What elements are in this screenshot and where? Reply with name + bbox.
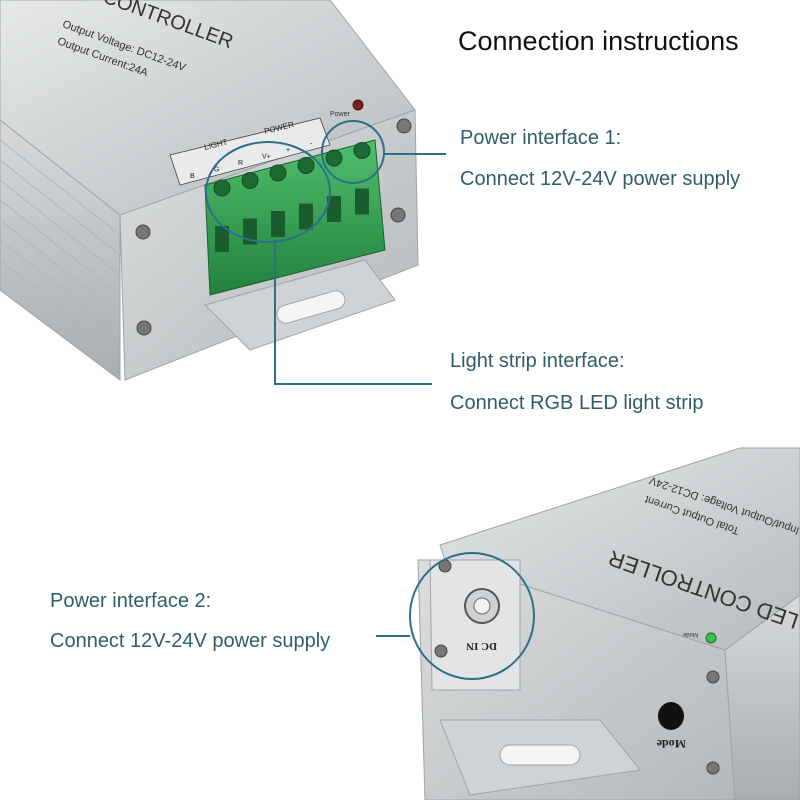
jack-panel	[429, 559, 521, 691]
power-interface-2-body: Connect 12V-24V power supply	[50, 630, 331, 652]
power-interface-1-heading: Power interface 1:	[460, 127, 622, 149]
controller-top-view: CONTROLLER Output Voltage: DC12-24V Outp…	[0, 0, 446, 385]
terminal-header-panel	[169, 117, 331, 186]
dc-in-label: DC IN	[466, 640, 497, 652]
page-title: Connection instructions	[458, 26, 739, 56]
terminal-wire-slot	[327, 196, 341, 222]
screw-icon	[135, 118, 412, 336]
power-interface-2-heading: Power interface 2:	[50, 590, 212, 612]
terminal-screw	[269, 164, 287, 182]
screw-icon	[434, 559, 720, 775]
power-interface-1-body: Connect 12V-24V power supply	[460, 168, 741, 190]
terminal-wire-slot	[243, 218, 257, 245]
terminal-wire-slot	[215, 226, 229, 252]
terminal-pin-label: -	[310, 141, 313, 148]
terminal-screw	[353, 142, 371, 159]
power-led	[352, 99, 364, 111]
terminal-wire-slot	[355, 188, 369, 215]
terminal-pin-label: G	[214, 167, 219, 174]
mode-button	[658, 702, 684, 730]
terminal-wire-slot	[271, 211, 285, 237]
top-power-led-label: Power	[330, 111, 351, 118]
housing-b-side-face	[724, 594, 800, 800]
terminal-pin-label: R	[238, 160, 243, 167]
terminal-block	[204, 139, 386, 296]
terminal-screw	[297, 157, 315, 174]
controller-bottom-view: LED CONTROLLER Input/Output Voltage: DC1…	[376, 447, 800, 800]
terminal-screw	[241, 172, 259, 189]
status-led-label: Mode	[682, 631, 698, 637]
light-strip-heading: Light strip interface:	[450, 350, 625, 372]
terminal-screw	[213, 179, 231, 197]
terminal-screw	[325, 149, 343, 167]
light-strip-body: Connect RGB LED light strip	[450, 392, 704, 414]
bracket-b-slot	[499, 744, 581, 766]
leader-strip	[274, 240, 432, 385]
terminal-pin-label: B	[190, 173, 195, 180]
callout-ring-power-1	[321, 120, 385, 184]
terminal-pin-label: V+	[262, 154, 271, 161]
callout-ring-power-2	[409, 552, 535, 680]
terminal-pin-label: +	[286, 147, 290, 154]
mode-button-label: Mode	[656, 737, 686, 751]
housing-side-face	[0, 119, 121, 381]
bracket-slot	[276, 290, 346, 324]
terminal-wire-slot	[299, 203, 313, 230]
status-led	[705, 632, 717, 644]
callout-ring-strip	[205, 141, 331, 243]
